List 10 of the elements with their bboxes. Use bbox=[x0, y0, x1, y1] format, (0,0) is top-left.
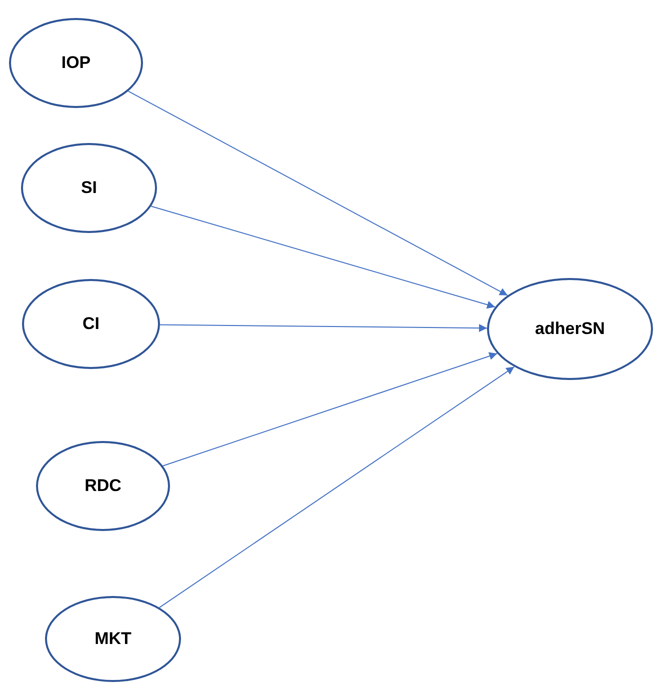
node-label: CI bbox=[82, 313, 100, 336]
node-label: MKT bbox=[94, 628, 132, 650]
arrow bbox=[158, 366, 515, 608]
arrow bbox=[160, 324, 488, 332]
arrow bbox=[150, 206, 496, 309]
node-label: adherSN bbox=[535, 318, 605, 340]
arrow bbox=[128, 90, 508, 296]
node-label: SI bbox=[80, 177, 98, 200]
node-label: RDC bbox=[84, 475, 122, 498]
node-label: IOP bbox=[61, 52, 91, 74]
